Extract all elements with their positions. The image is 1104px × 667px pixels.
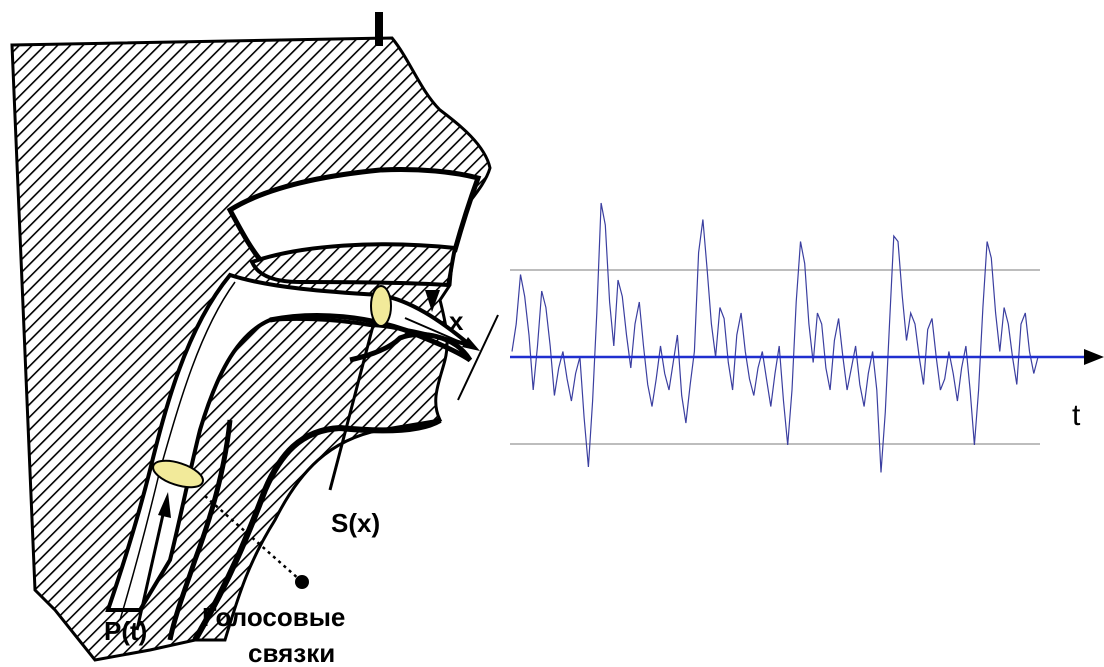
signal-waveform xyxy=(511,202,1039,473)
head-cross-section xyxy=(10,12,492,662)
vocal-cords-label-line1: Голосовые xyxy=(202,602,345,632)
vocal-cords-label-line2: связки xyxy=(248,638,335,667)
head-top-mark xyxy=(375,12,383,46)
speech-signal: t xyxy=(510,202,1104,473)
x-dimension-line xyxy=(404,317,473,348)
t-label: t xyxy=(1072,399,1081,432)
pharynx-wall xyxy=(192,417,442,642)
vocal-cords-leader xyxy=(204,495,301,581)
pressure-label: P(t) xyxy=(104,616,147,646)
time-axis-arrow xyxy=(1084,349,1104,365)
x-tick-line xyxy=(457,314,499,401)
pressure-arrow-line xyxy=(135,509,166,631)
x-label: x xyxy=(449,306,464,336)
vocal-cords-leader-dot xyxy=(295,575,309,589)
hard-palate xyxy=(249,242,458,288)
lip-constriction-ellipse xyxy=(370,285,392,327)
x-dimension-arrow xyxy=(462,337,480,351)
vocal-fold-ellipse xyxy=(152,459,204,489)
vocal-tract xyxy=(105,272,472,612)
annotations: x S(x) P(t) Голосовые связки xyxy=(104,306,499,667)
teeth xyxy=(425,290,440,312)
head-tissue xyxy=(10,36,492,662)
tongue xyxy=(269,312,473,363)
area-pointer-line xyxy=(328,321,376,491)
trachea-wall xyxy=(167,419,233,641)
area-label: S(x) xyxy=(331,508,380,538)
pressure-arrow-head xyxy=(158,492,171,518)
